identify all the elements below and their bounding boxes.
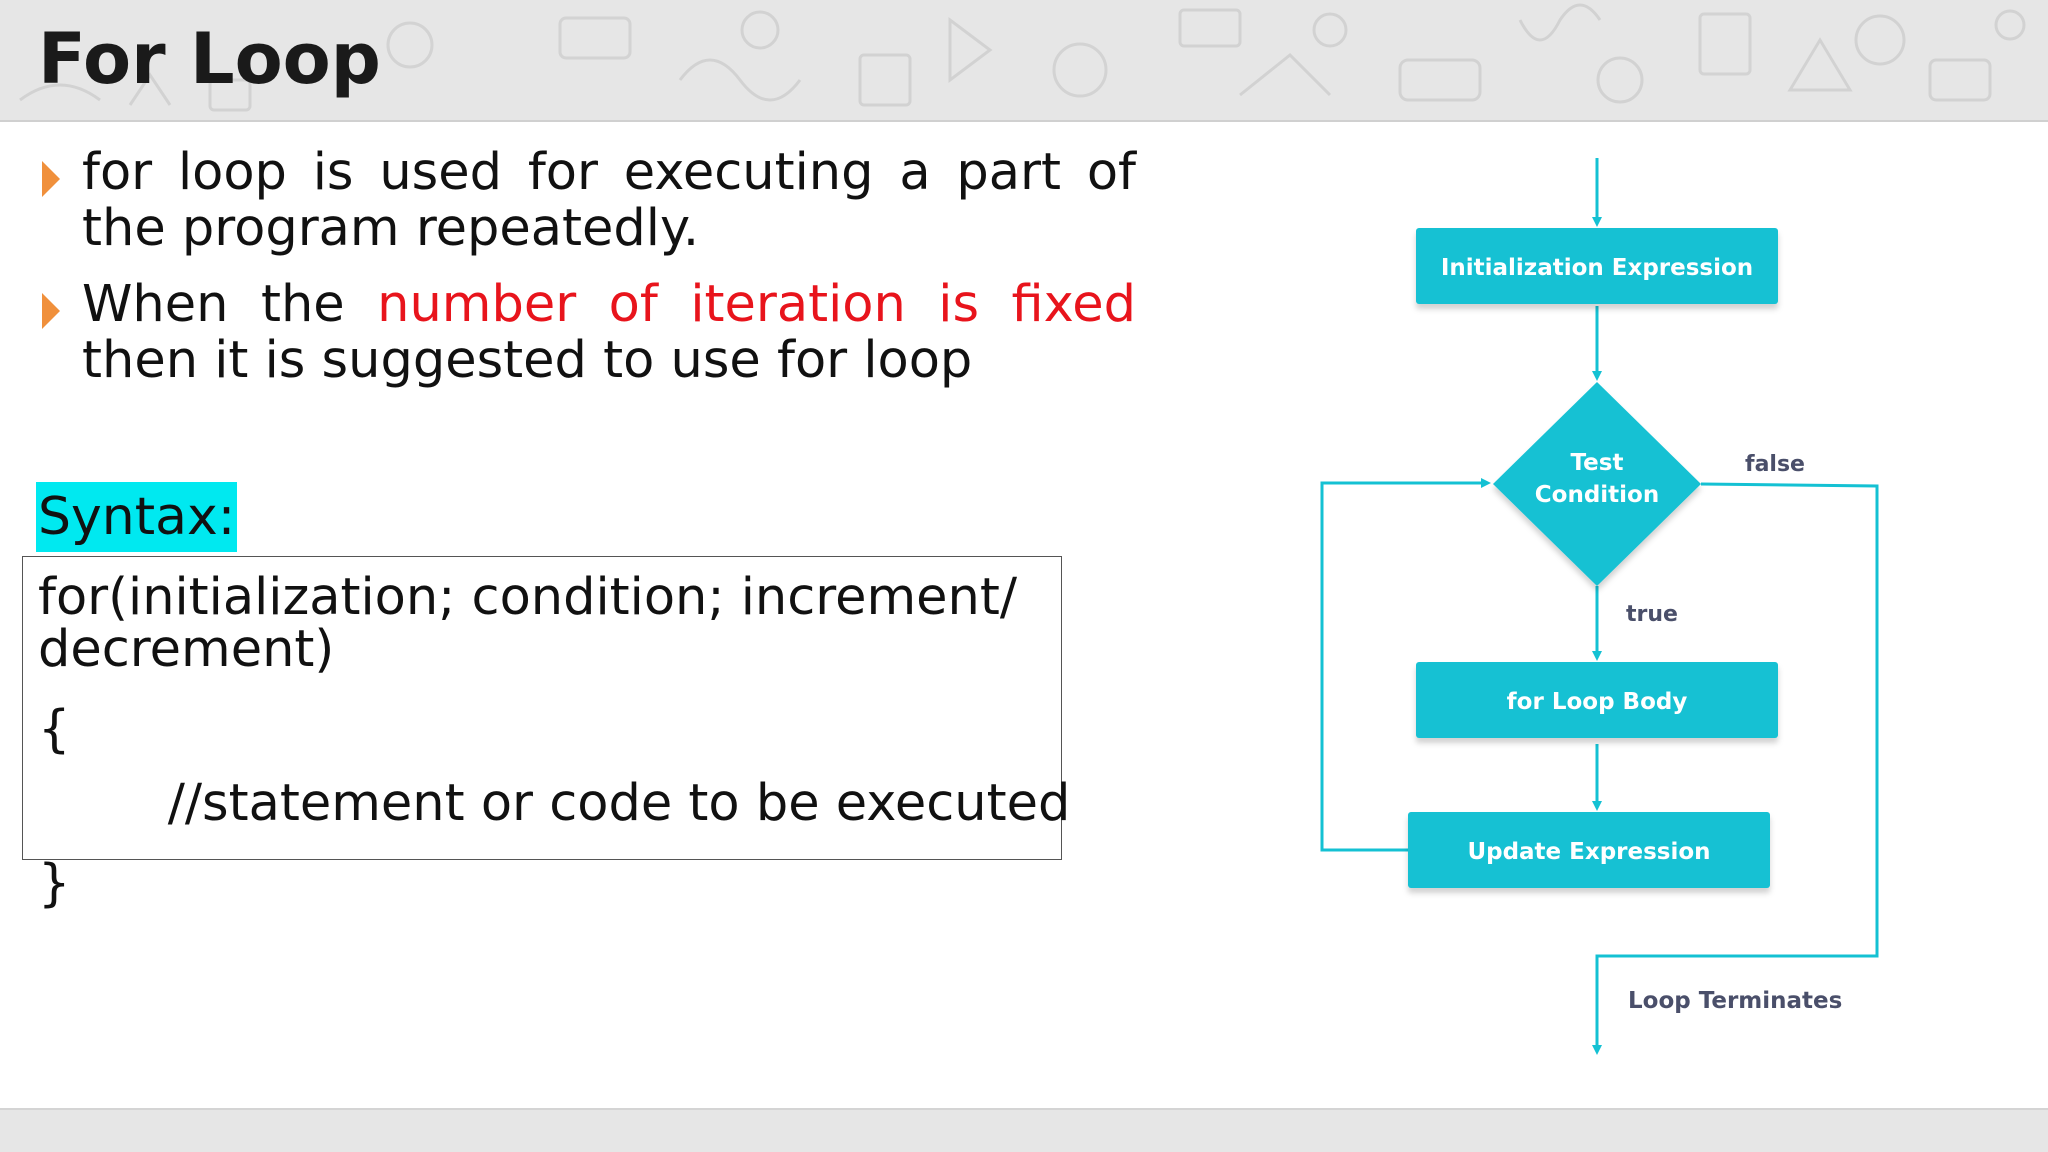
init-expression-box <box>1416 228 1778 304</box>
for-loop-flowchart: Initialization Expression Test Condition… <box>1320 158 1879 1055</box>
bullet-item: When the number of iteration is fixed th… <box>36 277 1136 389</box>
bullet-arrow-icon <box>42 293 60 329</box>
bullet-text: for loop is used for executing a part of… <box>82 143 1136 258</box>
bullet-text: then it is suggested to use for loop <box>82 331 973 390</box>
init-expression-label: Initialization Expression <box>1441 255 1753 281</box>
code-line: //statement or code to be executed <box>38 774 1071 833</box>
test-condition-label: Condition <box>1535 482 1659 508</box>
slide-header: For Loop <box>0 0 2048 122</box>
bullet-text: When the <box>82 275 378 334</box>
syntax-label: Syntax: <box>36 482 238 552</box>
bullet-arrow-icon <box>42 161 60 197</box>
bullet-highlight-text: number of iteration is fixed <box>377 275 1136 334</box>
loop-terminates-label: Loop Terminates <box>1628 988 1842 1014</box>
test-condition-diamond <box>1493 382 1701 586</box>
header-doodle-background <box>19 3 2026 112</box>
update-expression-label: Update Expression <box>1467 839 1710 865</box>
true-label: true <box>1626 602 1678 627</box>
loop-body-label: for Loop Body <box>1507 689 1688 715</box>
flow-loop-back-line <box>1320 478 1491 852</box>
slide-footer <box>0 1108 2048 1152</box>
update-expression-box <box>1408 812 1770 888</box>
slide-title: For Loop <box>38 18 381 100</box>
test-condition-label: Test <box>1571 450 1624 476</box>
flow-false-line <box>1592 482 1879 1055</box>
bullet-item: for loop is used for executing a part of… <box>36 145 1136 257</box>
code-box <box>22 556 1062 860</box>
bullet-list: for loop is used for executing a part of… <box>36 145 1136 409</box>
false-label: false <box>1745 452 1805 477</box>
code-line: for(initialization; condition; increment… <box>38 568 1018 627</box>
code-line: decrement) <box>38 620 335 679</box>
code-line: } <box>38 854 71 913</box>
code-line: { <box>38 700 71 759</box>
loop-body-box <box>1416 662 1778 738</box>
